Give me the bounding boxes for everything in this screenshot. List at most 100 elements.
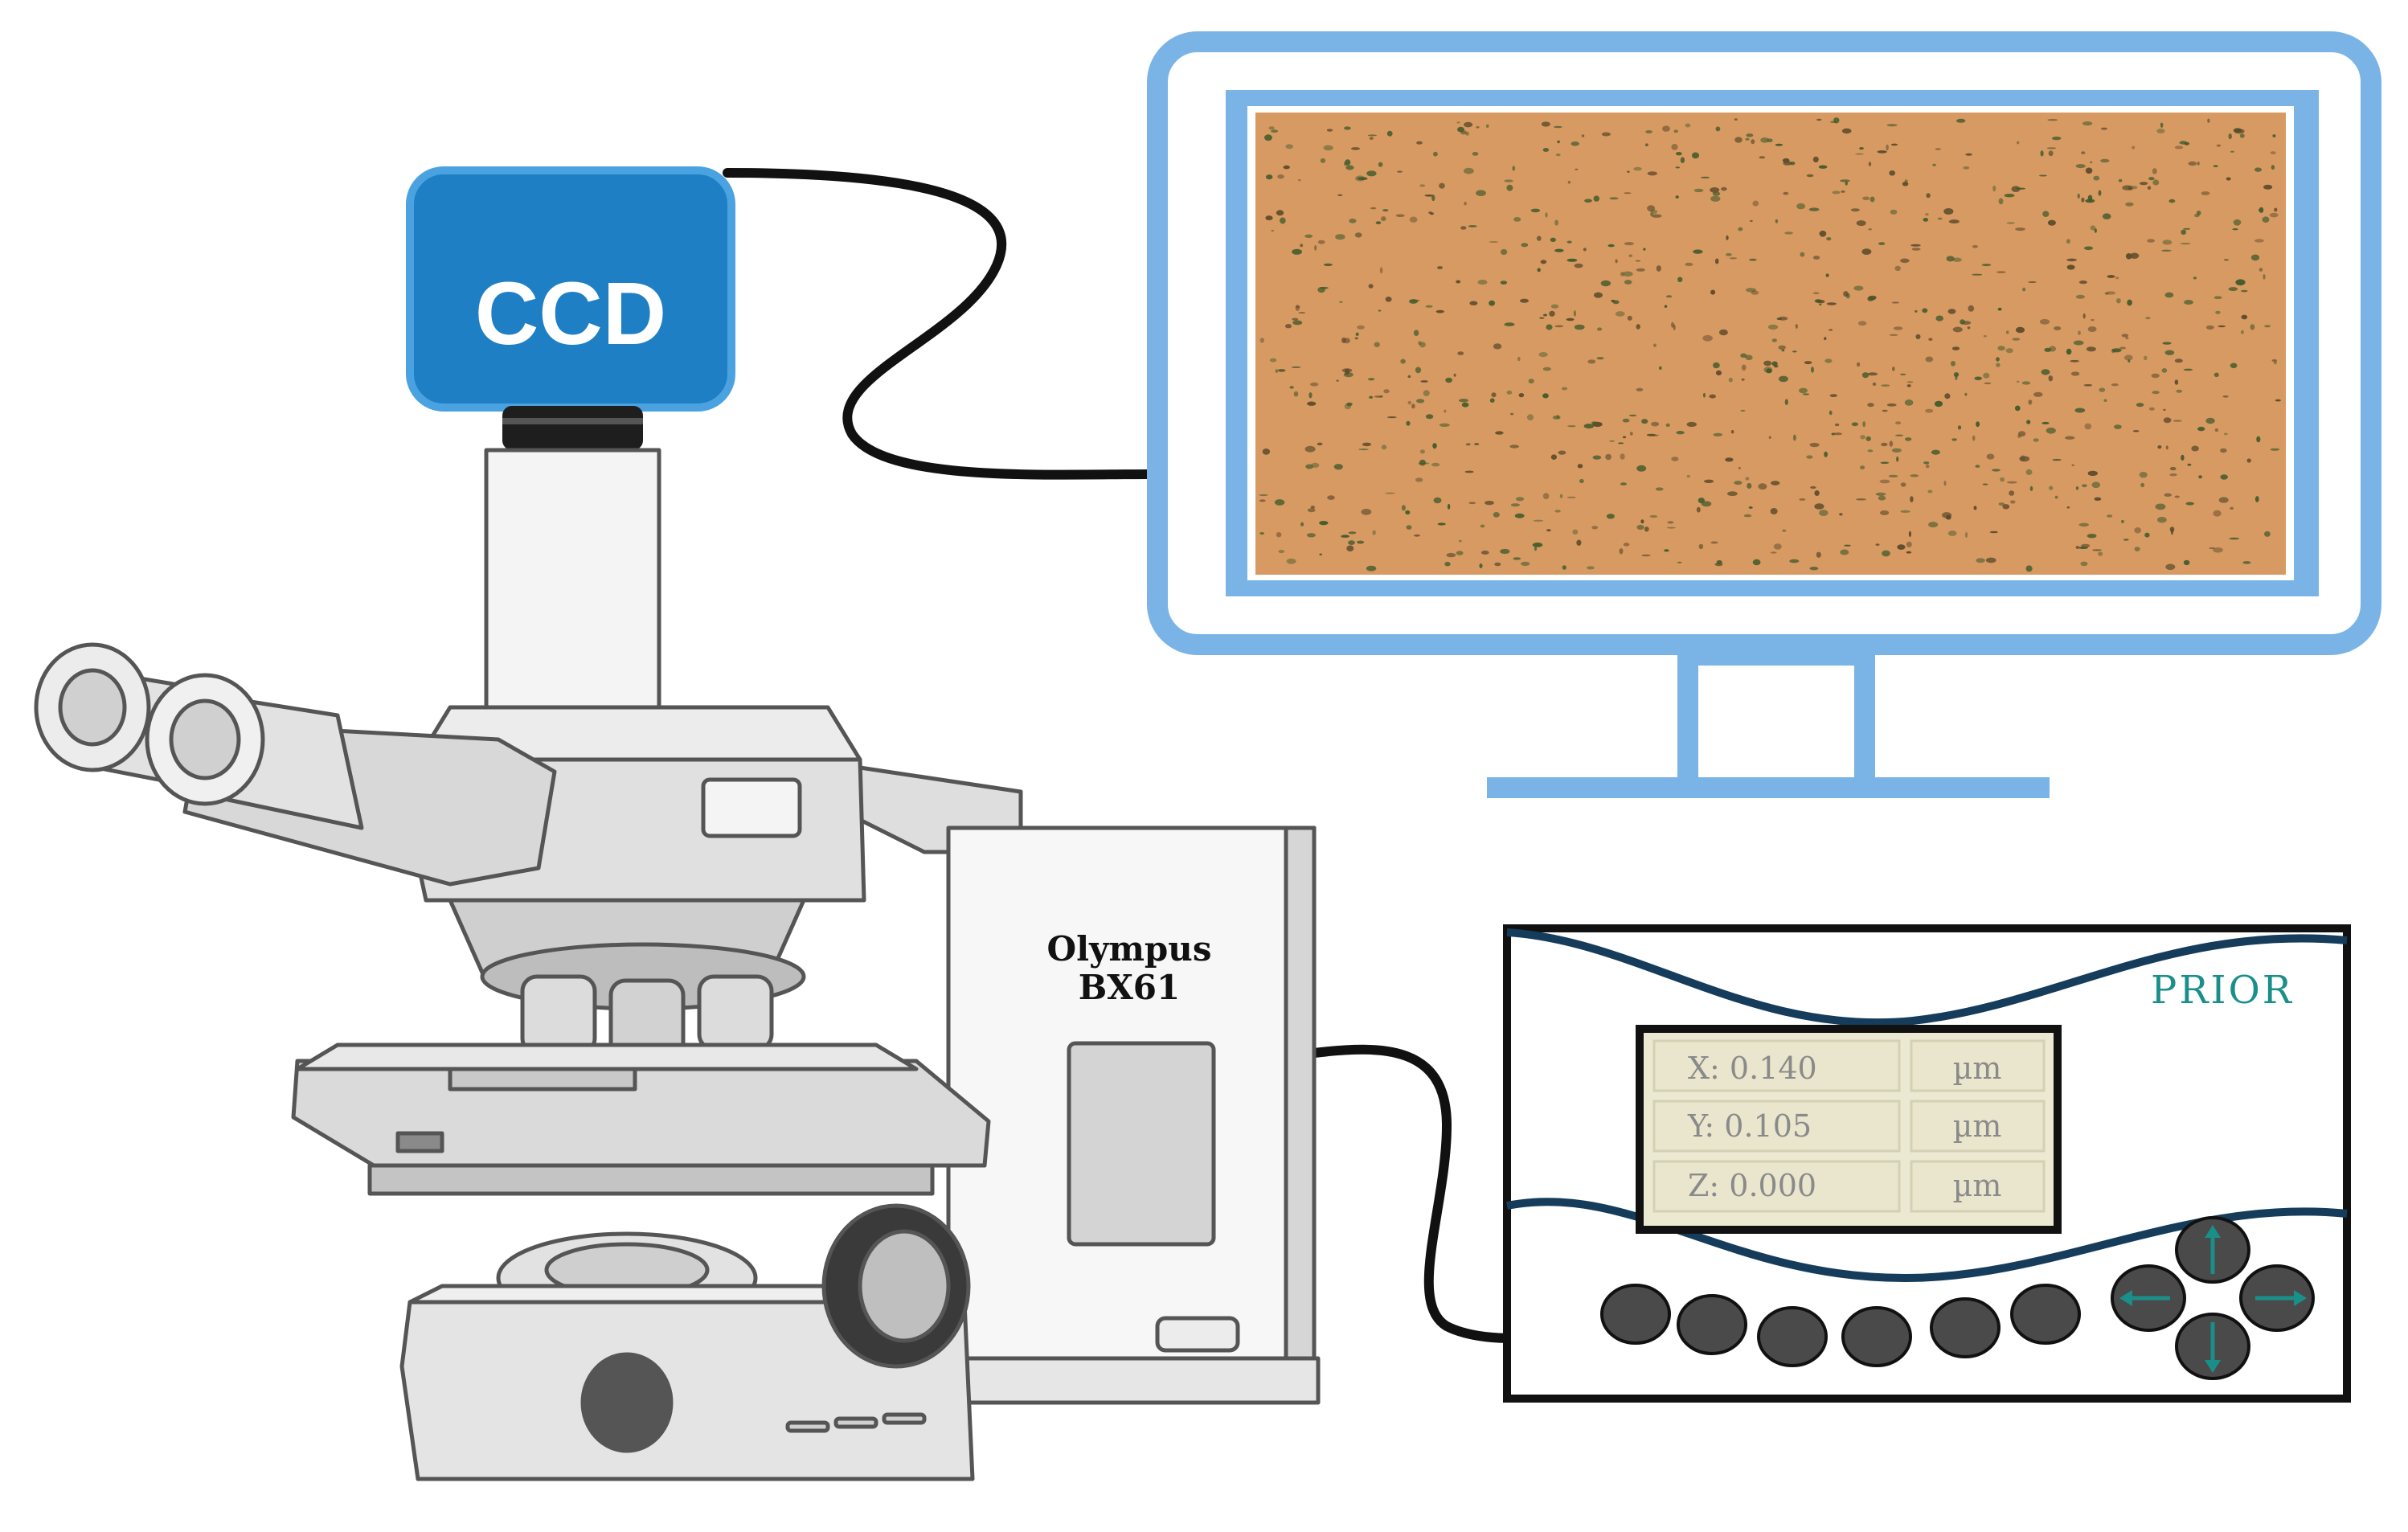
particle [1506,390,1513,395]
particle [1382,209,1389,212]
particle [1734,481,1743,485]
function-button-1[interactable] [1600,1284,1671,1345]
particle [1748,506,1753,509]
particle [2046,427,2056,434]
particle [1646,433,1657,436]
particle [1437,266,1443,269]
particle [2123,354,2133,361]
particle [2000,477,2005,482]
particle [2254,496,2259,502]
particle [1571,141,1579,146]
arrow-left-head-icon [2119,1290,2132,1306]
function-button-5[interactable] [1930,1297,2001,1358]
particle [2127,299,2132,306]
particle [2183,559,2190,566]
particle [1665,295,1673,298]
brand-line-2: BX61 [1079,968,1181,1007]
particle [1314,244,1317,251]
readout-x-value: X: 0.140 [1688,1051,1817,1086]
particle [2205,417,2215,424]
particle [2181,454,2185,461]
particle [2107,275,2115,278]
particle [1607,244,1615,248]
function-button-4[interactable] [1841,1306,1912,1367]
particle [1636,324,1640,330]
particle [2004,194,2015,198]
function-button-6[interactable] [2010,1284,2081,1345]
particle [2081,197,2085,203]
particle [1896,456,1899,462]
particle [1348,540,1355,545]
particle [2181,229,2187,235]
particle [2082,484,2087,488]
particle [1868,297,1876,301]
particle [2144,355,2148,361]
particle [2151,373,2160,379]
particle [1512,166,1516,171]
particle [1268,126,1275,130]
particle [2191,445,2199,452]
particle [1927,490,1933,494]
particle [2163,408,2166,411]
particle [2091,481,2101,489]
particle [1829,410,1833,416]
particle [2014,405,2021,412]
particle [2021,381,2031,385]
particle [2132,145,2136,150]
particle [1998,502,2005,506]
particle [1500,248,1508,256]
particle [1667,521,1674,524]
particle [1521,243,1529,248]
particle [1867,372,1878,376]
particle [1934,400,1943,408]
particle [1538,352,1548,358]
particle [1510,412,1514,416]
particle [1641,554,1651,557]
particle [1889,170,1896,176]
particle [1881,442,1888,447]
particle [2262,216,2270,223]
particle [1567,180,1571,184]
ccd-camera: CCD [406,166,735,450]
particle [2269,212,2279,218]
particle [1583,424,1595,429]
particle [1406,525,1412,530]
particle [1504,322,1515,326]
particle [1865,436,1871,441]
particle [1573,310,1576,317]
function-button-2[interactable] [1677,1294,1747,1355]
particle [1345,159,1351,166]
particle [1593,195,1600,202]
particle [2162,240,2173,245]
particle [1545,212,1548,218]
particle [1734,118,1738,121]
particle [1633,166,1642,171]
particle [1494,562,1501,567]
particle [2046,147,2057,150]
particle [1759,156,1766,159]
particle [1878,495,1886,501]
particle [1554,219,1558,226]
particle [1645,130,1652,133]
particle [1374,342,1380,347]
particle [1677,561,1682,563]
particle [1806,174,1814,178]
particle [2125,337,2129,340]
particle [1555,154,1561,157]
particle [1480,551,1489,555]
stage-underside [367,1163,935,1196]
particle [2263,274,2266,280]
particle [1741,364,1747,371]
particle [1415,367,1422,374]
function-button-3[interactable] [1757,1306,1828,1367]
particle [1879,510,1890,515]
particle [2272,134,2276,137]
particle [2098,551,2103,556]
particle [1298,312,1306,314]
particle [1992,469,2001,472]
particle [1943,208,1954,215]
particle [1550,237,1556,242]
particle [1583,248,1587,252]
particle [1770,551,1777,554]
